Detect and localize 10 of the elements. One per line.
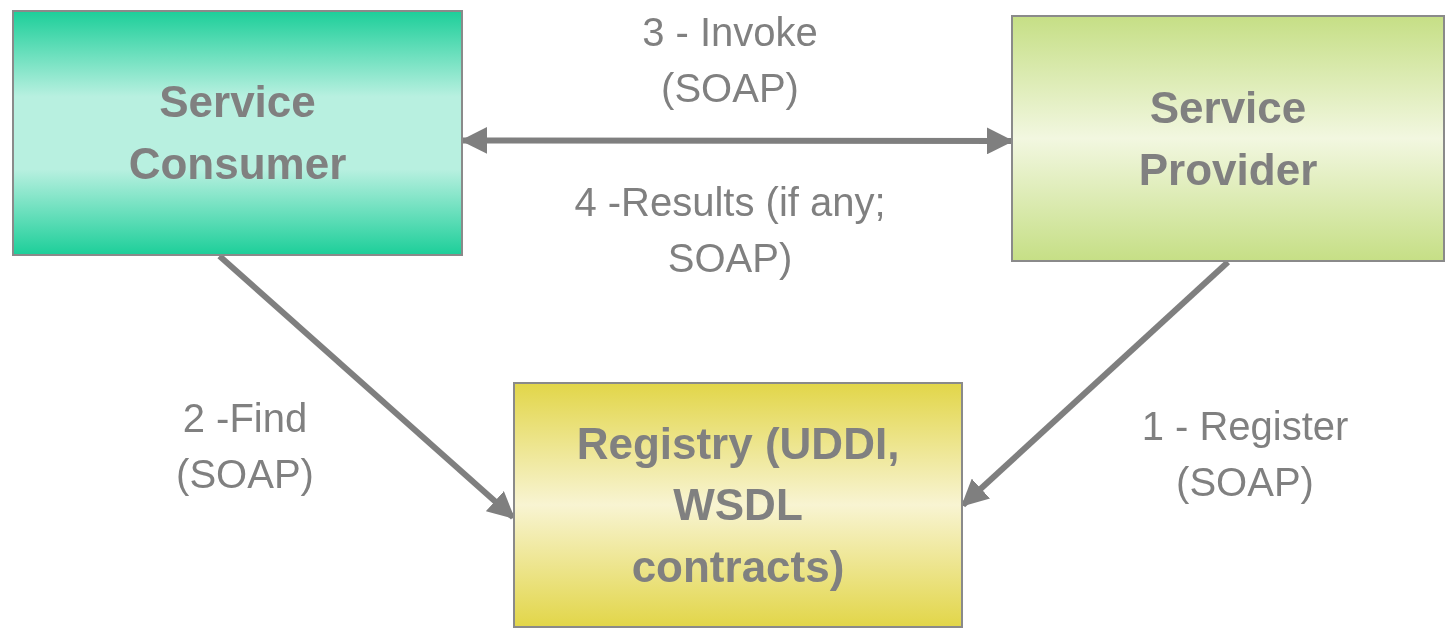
process-box [1011,15,1445,262]
box-title: Service Consumer [127,76,348,190]
edge-label: 1 - Register (SOAP) [1140,403,1350,506]
process-box [12,10,463,256]
edge-label: 3 - Invoke (SOAP) [641,9,819,112]
process-box [513,382,963,628]
box-title: Registry (UDDI, WSDL contracts) [575,417,901,593]
annotation-text: 4 -Results (if any; SOAP) [573,179,887,282]
box-title: Service Provider [1137,81,1319,196]
edge-label: 2 -Find (SOAP) [175,395,315,498]
